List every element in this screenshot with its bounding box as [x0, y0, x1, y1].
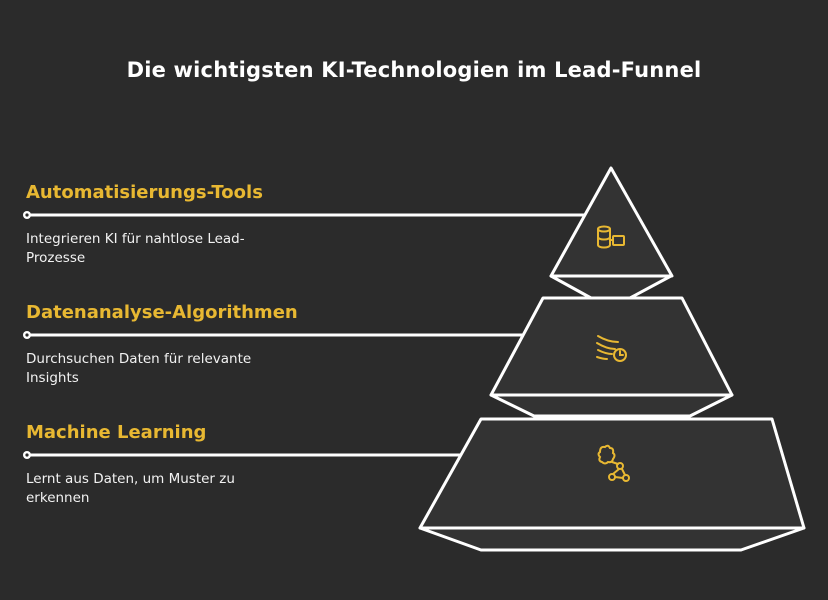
tier-2-description: Durchsuchen Daten für relevante Insights	[26, 351, 252, 386]
pyramid-tier-2	[489, 296, 734, 418]
page-title: Die wichtigsten KI-Technologien im Lead-…	[126, 58, 702, 82]
pyramid-tier-1	[549, 166, 674, 300]
tier-1-heading: Automatisierungs-Tools	[26, 182, 263, 203]
data-stream-clock-icon	[596, 335, 627, 362]
tier-1-description: Integrieren KI für nahtlose Lead-Prozess…	[26, 231, 245, 266]
database-transfer-icon	[597, 225, 625, 249]
tier-2-heading: Datenanalyse-Algorithmen	[26, 302, 298, 323]
pyramid-tier-3	[418, 417, 806, 552]
tier-3-description: Lernt aus Daten, um Muster zu erkennen	[26, 471, 235, 506]
tier-3-heading: Machine Learning	[26, 422, 207, 443]
brain-network-icon	[597, 444, 630, 482]
